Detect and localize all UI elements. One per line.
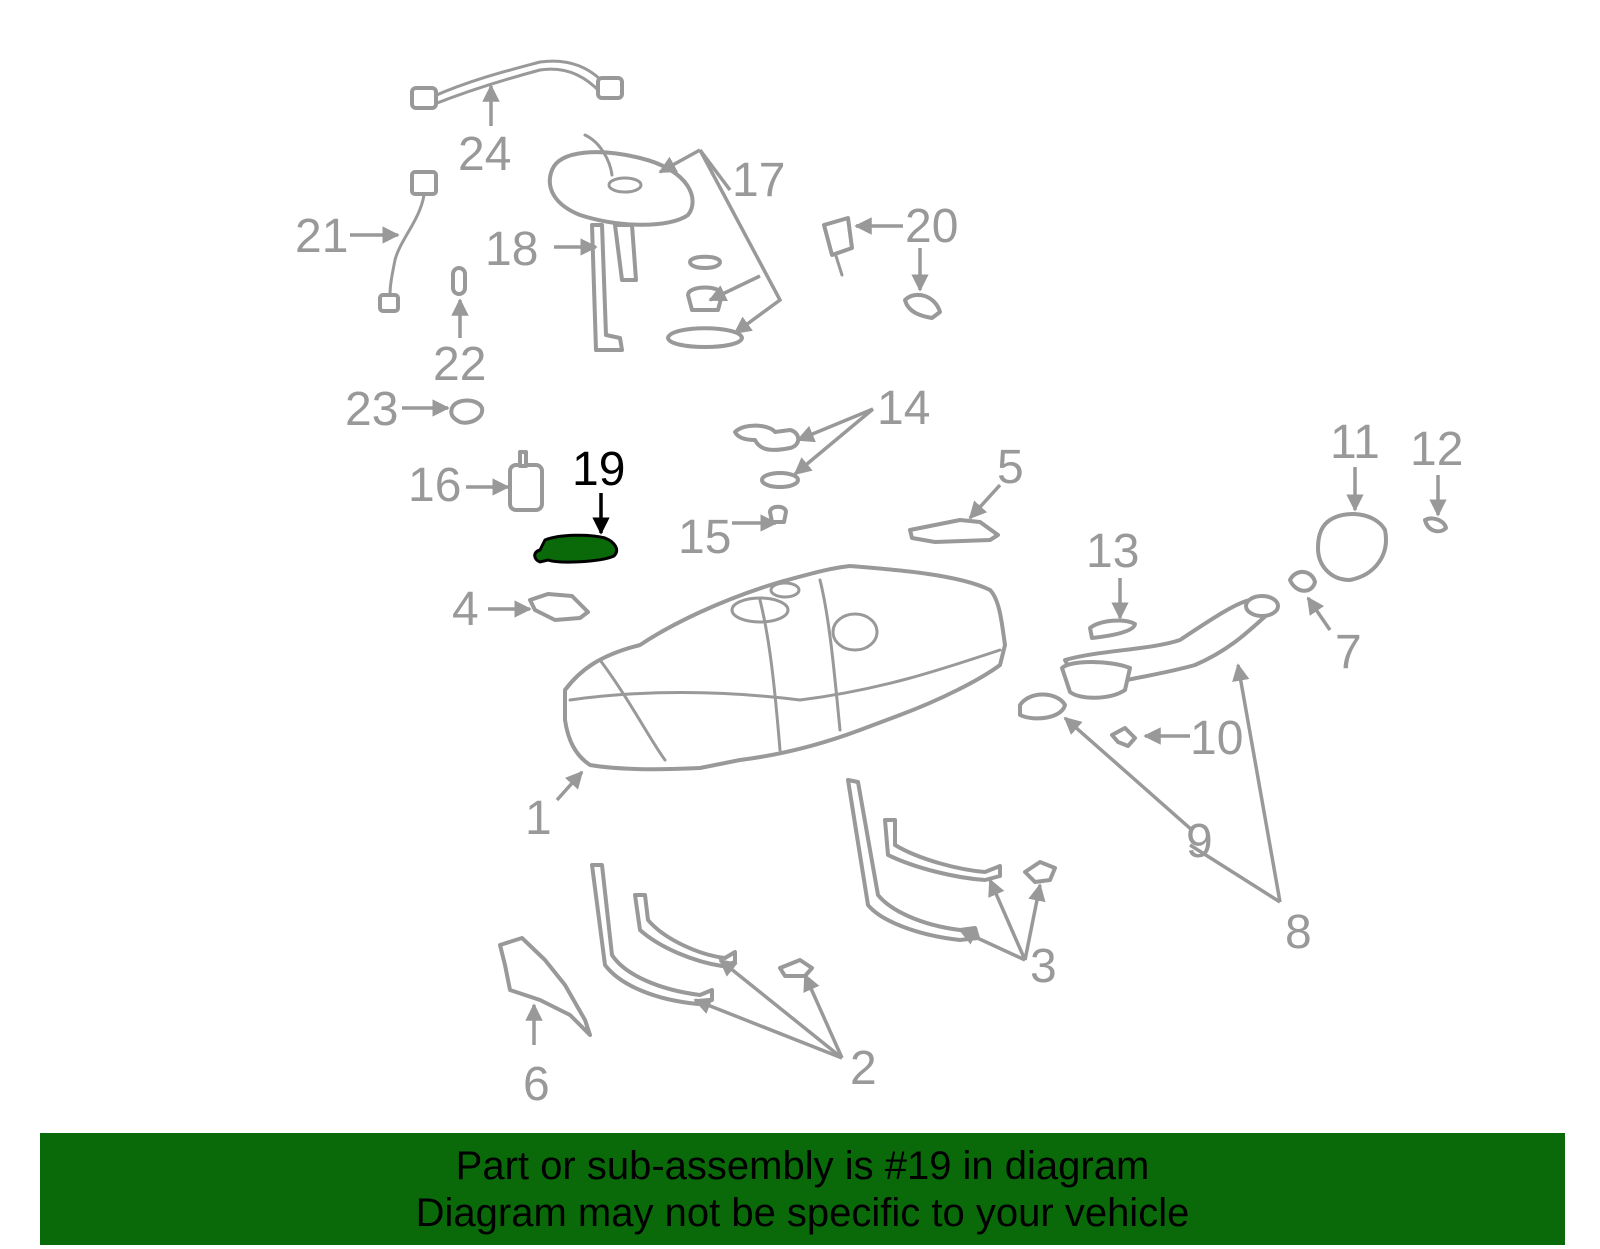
part-20-relay: [822, 216, 942, 320]
callout-14: 14: [877, 382, 930, 435]
part-21-sensor: [378, 170, 438, 313]
part-12-bumper: [1423, 516, 1448, 534]
callout-23: 23: [345, 383, 398, 436]
callout-1: 1: [525, 792, 552, 845]
part-9-gasket: [1018, 692, 1067, 721]
part-23-retainer: [449, 398, 485, 425]
callout-16: 16: [408, 459, 461, 512]
callout-6: 6: [523, 1058, 550, 1111]
callout-3: 3: [1030, 940, 1057, 993]
info-banner: Part or sub-assembly is #19 in diagram D…: [40, 1133, 1565, 1245]
banner-line-part-number: Part or sub-assembly is #19 in diagram: [455, 1144, 1150, 1188]
callout-17: 17: [732, 154, 785, 207]
callout-2: 2: [850, 1042, 877, 1095]
leader-lines: [350, 84, 1447, 1060]
callout-12: 12: [1410, 423, 1463, 476]
part-18-pump-bracket: [590, 223, 638, 352]
callout-21: 21: [295, 210, 348, 263]
part-3-straps: [846, 778, 1057, 942]
callout-5: 5: [997, 441, 1024, 494]
callout-19: 19: [572, 443, 625, 496]
parts-diagram: 24 17 21 18 20 22 23 14 16 19 5 11 12 15…: [295, 59, 1463, 1111]
part-11-filler-door: [1316, 512, 1388, 582]
callout-22: 22: [433, 338, 486, 391]
part-24-wire-harness: [410, 59, 624, 110]
part-8-filler-pipe: [1060, 594, 1280, 700]
part-19-highlighted: [533, 533, 619, 564]
part-1-fuel-tank: [563, 564, 1007, 772]
callout-20: 20: [905, 200, 958, 253]
callout-13: 13: [1086, 525, 1139, 578]
callout-10: 10: [1190, 712, 1243, 765]
callout-7: 7: [1335, 626, 1362, 679]
part-17-pump-module: [547, 133, 744, 349]
callout-11: 11: [1330, 416, 1380, 469]
part-14-gaskets: [733, 423, 801, 489]
callout-18: 18: [485, 223, 538, 276]
part-15-plug: [768, 504, 788, 524]
callout-9: 9: [1186, 815, 1213, 868]
callout-labels: 24 17 21 18 20 22 23 14 16 19 5 11 12 15…: [295, 128, 1463, 1111]
callout-8: 8: [1285, 906, 1312, 959]
part-4-pad: [528, 592, 590, 622]
banner-line-disclaimer: Diagram may not be specific to your vehi…: [415, 1191, 1190, 1235]
callout-4: 4: [452, 583, 479, 636]
part-5-heat-shield: [908, 518, 1000, 544]
part-6-shield: [498, 936, 592, 1037]
part-2-straps: [590, 863, 814, 1006]
part-22-o-ring: [451, 266, 467, 296]
callout-24: 24: [458, 128, 511, 181]
callout-15: 15: [678, 511, 731, 564]
part-7-cap: [1288, 570, 1317, 593]
part-13-clamp: [1088, 618, 1137, 640]
part-10-clip: [1110, 726, 1137, 748]
part-16-fuel-filter: [508, 450, 544, 512]
